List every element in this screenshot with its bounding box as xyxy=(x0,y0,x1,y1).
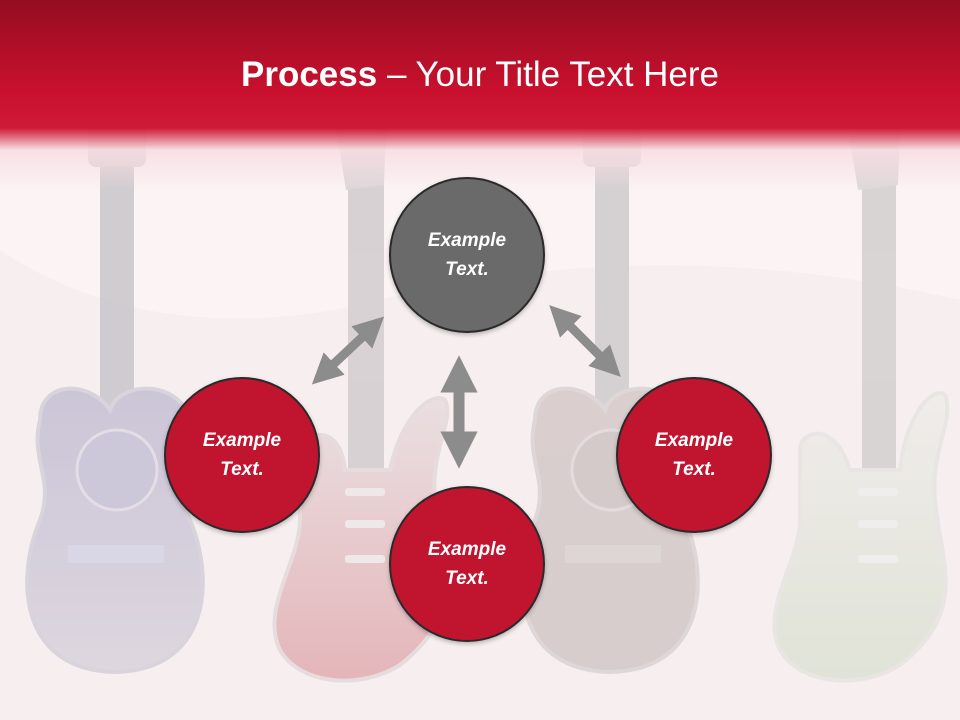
process-node-left: Example Text. xyxy=(164,377,320,533)
node-text-line2: Text. xyxy=(672,459,716,480)
node-text-line2: Text. xyxy=(220,459,264,480)
node-text-line1: Example xyxy=(427,539,507,560)
header-band xyxy=(0,0,960,190)
double-arrow-icon xyxy=(549,305,621,377)
slide-title: Process – Your Title Text Here xyxy=(0,52,960,98)
process-node-top: Example Text. xyxy=(389,177,545,333)
node-text-line2: Text. xyxy=(445,568,489,589)
title-bold: Process xyxy=(241,55,378,94)
node-text-line1: Example xyxy=(427,230,507,251)
node-text-line1: Example xyxy=(202,430,282,451)
process-node-right: Example Text. xyxy=(616,377,772,533)
double-arrow-icon xyxy=(311,316,385,385)
title-rest: – Your Title Text Here xyxy=(377,55,719,94)
node-text-line1: Example xyxy=(654,430,734,451)
node-text-line2: Text. xyxy=(445,259,489,280)
process-node-bottom: Example Text. xyxy=(389,486,545,642)
